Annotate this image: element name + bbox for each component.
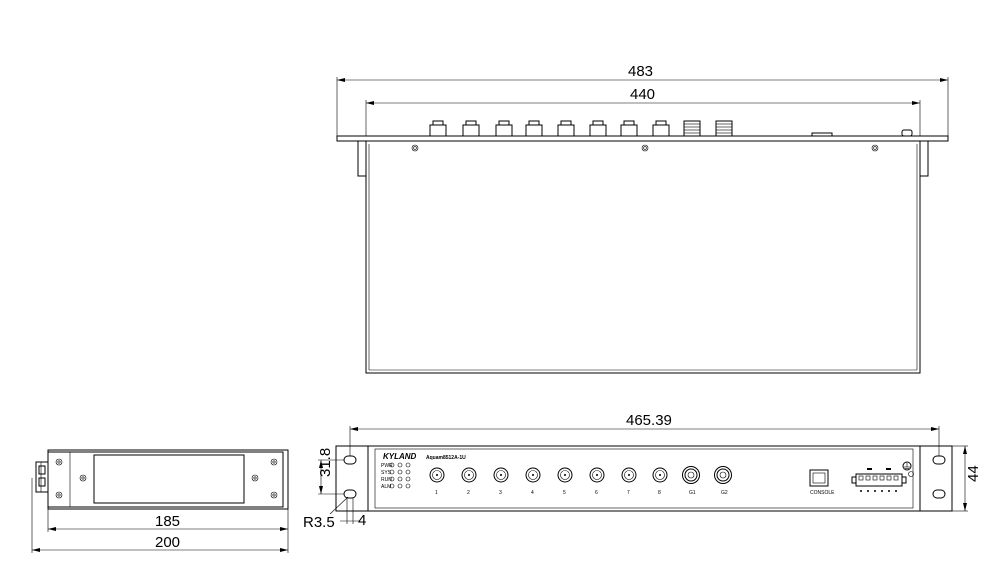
port-label: 4 <box>531 490 534 496</box>
right-ear-tab <box>919 140 929 177</box>
led-indicator-icon <box>405 462 411 468</box>
side-body <box>47 451 284 508</box>
port-label: 6 <box>595 490 598 496</box>
port-label: G2 <box>721 490 728 496</box>
led-indicator-icon <box>405 469 411 475</box>
top-screw <box>871 144 879 152</box>
led-indicator-icon <box>405 476 411 482</box>
port-G1[interactable]: G1 <box>682 466 700 497</box>
front-panel-inner <box>374 448 914 509</box>
brand-logo: KYLAND <box>383 452 417 461</box>
port-label: 7 <box>627 490 630 496</box>
mounting-hole <box>932 455 946 465</box>
dim-label-483: 483 <box>628 63 653 80</box>
led-label: SYS <box>381 470 392 476</box>
port-label: G1 <box>689 490 696 496</box>
port-label: 1 <box>435 490 438 496</box>
port-G2[interactable]: G2 <box>714 466 732 497</box>
m12-port-icon <box>557 467 573 483</box>
side-panel <box>93 454 245 504</box>
port-5[interactable]: 5 <box>557 467 573 496</box>
led-indicator-icon <box>397 469 403 475</box>
dim-label-4: 4 <box>358 512 366 529</box>
fiber-port-icon <box>682 466 700 484</box>
console-label: CONSOLE <box>810 490 835 496</box>
m12-port-icon <box>652 467 668 483</box>
console-port[interactable]: CONSOLE <box>809 469 835 496</box>
led-indicator-icon <box>389 469 395 475</box>
dim-label-465-39: 465.39 <box>626 412 672 429</box>
m12-port-icon <box>461 467 477 483</box>
dimension-440: 440 <box>365 86 921 136</box>
connector-tops <box>429 120 913 137</box>
side-screw <box>79 474 87 482</box>
left-ear-tab <box>357 140 367 177</box>
led-indicator-icon <box>397 462 403 468</box>
m12-port-icon <box>621 467 637 483</box>
dimension-200: 200 <box>31 478 289 553</box>
front-view: 465.39 44 31.8 R3.5 4 <box>303 412 982 531</box>
led-label: ALM <box>381 484 391 490</box>
led-label: RUN <box>381 477 392 483</box>
port-1[interactable]: 1 <box>429 467 445 496</box>
m12-port-icon <box>493 467 509 483</box>
side-screw <box>251 474 259 482</box>
dim-label-r3-5: R3.5 <box>303 514 335 531</box>
rack-flange <box>336 135 949 142</box>
dim-label-440: 440 <box>630 86 655 103</box>
side-view: 185 200 <box>31 449 289 553</box>
port-3[interactable]: 3 <box>493 467 509 496</box>
side-screw <box>270 458 278 466</box>
dimension-44: 44 <box>952 445 982 512</box>
side-connector <box>35 461 49 493</box>
mounting-hole <box>343 489 357 499</box>
led-indicator-icon <box>405 483 411 489</box>
terminal-block <box>851 468 907 492</box>
m12-port-icon <box>589 467 605 483</box>
dim-label-44: 44 <box>965 465 982 482</box>
dimension-31-8: 31.8 <box>317 448 344 495</box>
port-4[interactable]: 4 <box>525 467 541 496</box>
led-indicator-icon <box>389 476 395 482</box>
ground-icon <box>902 461 914 477</box>
led-indicator-icon <box>389 462 395 468</box>
m12-port-icon <box>429 467 445 483</box>
front-panel <box>367 445 921 512</box>
led-indicator-icon <box>389 483 395 489</box>
led-indicator-icon <box>397 483 403 489</box>
led-indicator-icon <box>397 476 403 482</box>
dim-label-31-8: 31.8 <box>317 448 334 477</box>
port-7[interactable]: 7 <box>621 467 637 496</box>
fiber-port-icon <box>714 466 732 484</box>
dimension-185: 185 <box>47 509 289 532</box>
chassis-top <box>365 140 921 374</box>
port-6[interactable]: 6 <box>589 467 605 496</box>
port-group: 1 2 3 4 5 6 7 8 G1 G2 <box>429 466 732 497</box>
port-label: 3 <box>499 490 502 496</box>
dim-label-200: 200 <box>155 534 180 551</box>
port-8[interactable]: 8 <box>652 467 668 496</box>
dim-label-185: 185 <box>155 513 180 530</box>
side-screw <box>55 458 63 466</box>
top-screw <box>411 144 419 152</box>
side-screw <box>270 491 278 499</box>
side-body-outer <box>47 449 289 510</box>
side-screw <box>55 491 63 499</box>
top-view: 483 440 <box>336 63 949 374</box>
model-name: Aquam8512A-1U <box>426 455 466 461</box>
led-block: PWR SYS RUN ALM <box>381 462 411 490</box>
top-screw <box>641 144 649 152</box>
port-2[interactable]: 2 <box>461 467 477 496</box>
port-label: 8 <box>658 490 661 496</box>
port-label: 5 <box>563 490 566 496</box>
dimension-465-39: 465.39 <box>349 412 940 456</box>
dimension-483: 483 <box>336 63 949 138</box>
port-label: 2 <box>467 490 470 496</box>
dimension-radius: R3.5 4 <box>303 496 366 531</box>
led-label: PWR <box>381 463 393 469</box>
mounting-hole <box>343 455 357 465</box>
mounting-hole <box>932 489 946 499</box>
m12-port-icon <box>525 467 541 483</box>
